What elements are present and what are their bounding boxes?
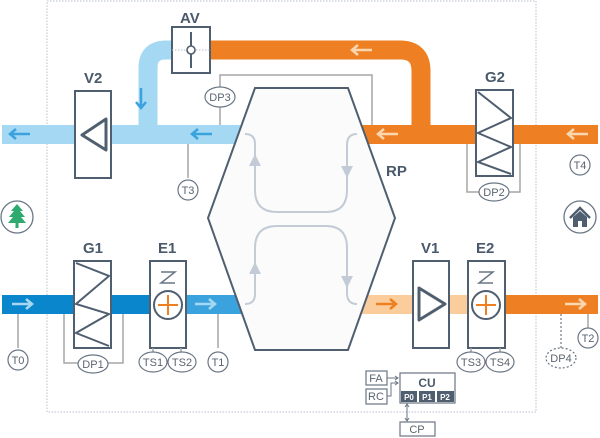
port-p0	[401, 391, 417, 402]
av-damper[interactable]	[171, 26, 211, 74]
svg-text:T4: T4	[574, 160, 587, 172]
e2-heater[interactable]	[467, 260, 506, 349]
p2-label: P2	[440, 393, 450, 402]
svg-text:DP2: DP2	[483, 187, 504, 199]
port-p2	[437, 391, 454, 402]
svg-text:DP4: DP4	[550, 353, 571, 365]
sensor-ts4[interactable]: TS4	[485, 351, 515, 373]
svg-text:TS2: TS2	[172, 357, 192, 369]
flow-arrows	[8, 44, 588, 310]
svg-text:TS4: TS4	[490, 357, 510, 369]
p1-label: P1	[422, 393, 432, 402]
p0-label: P0	[404, 393, 414, 402]
sensor-t1[interactable]: T1	[207, 351, 229, 373]
house-icon	[563, 200, 597, 234]
port-p1	[419, 391, 435, 402]
svg-text:RC: RC	[368, 391, 384, 403]
tree-icon	[0, 200, 34, 234]
unit-boundary-frame	[46, 0, 537, 413]
arrow-heated-supply	[195, 298, 217, 310]
arrow-extract-right	[566, 128, 588, 140]
av-label: AV	[180, 10, 200, 27]
sensor-dp4[interactable]: DP4	[545, 347, 577, 369]
svg-text:CP: CP	[409, 424, 424, 436]
svg-text:T3: T3	[182, 185, 195, 197]
arrow-outdoor-in	[12, 298, 34, 310]
svg-text:DP1: DP1	[82, 359, 103, 371]
svg-text:T0: T0	[12, 355, 25, 367]
sensor-t4[interactable]: T4	[569, 154, 591, 176]
e1-heater[interactable]	[149, 260, 187, 349]
fire-alarm-input[interactable]: FA	[365, 370, 388, 386]
g1-label: G1	[83, 240, 103, 257]
arrow-exhaust-out	[8, 128, 30, 140]
svg-text:FA: FA	[369, 373, 383, 385]
control-unit[interactable]: CU P0 P1 P2	[399, 372, 456, 404]
sensor-ts1[interactable]: TS1	[138, 351, 168, 373]
sensor-dp1[interactable]: DP1	[77, 354, 109, 374]
heater-sensor-stubs	[152, 348, 501, 352]
v2-fan[interactable]	[74, 90, 112, 179]
svg-text:DP3: DP3	[209, 92, 230, 104]
svg-text:TS3: TS3	[461, 357, 481, 369]
sensor-t2[interactable]: T2	[577, 327, 599, 349]
arrow-exhaust-in	[190, 128, 212, 140]
g1-filter[interactable]	[73, 260, 112, 349]
electric-icon	[476, 271, 496, 284]
sensor-ts2[interactable]: TS2	[167, 351, 197, 373]
cp-connector	[404, 403, 410, 422]
g2-filter[interactable]	[475, 89, 514, 177]
sensor-dp2[interactable]: DP2	[478, 182, 510, 202]
arrow-recirc	[350, 44, 372, 56]
g2-label: G2	[485, 69, 505, 86]
arrow-supply-out	[565, 298, 587, 310]
control-panel[interactable]: CP	[399, 421, 436, 437]
exhaust-duct	[2, 125, 240, 144]
svg-text:T1: T1	[212, 357, 225, 369]
bypass-duct	[138, 40, 175, 128]
rp-label: RP	[386, 163, 407, 180]
arrow-recovered	[376, 298, 398, 310]
electric-icon	[158, 271, 178, 284]
remote-control-input[interactable]: RC	[365, 388, 388, 405]
arrow-extract-in	[376, 128, 398, 140]
cu-label: CU	[418, 376, 435, 390]
sensor-t3[interactable]: T3	[177, 179, 199, 201]
svg-text:TS1: TS1	[143, 357, 163, 369]
e2-label: E2	[476, 240, 494, 257]
exchanger-flow-paths	[244, 133, 358, 305]
v1-label: V1	[421, 240, 439, 257]
svg-text:T2: T2	[582, 333, 595, 345]
v1-fan[interactable]	[412, 260, 450, 349]
fa-connector	[387, 375, 399, 381]
e1-label: E1	[158, 240, 176, 257]
v2-label: V2	[84, 70, 102, 87]
sensor-dp3[interactable]: DP3	[204, 86, 236, 108]
recirc-duct	[209, 40, 431, 135]
rc-connector	[387, 380, 399, 397]
sensor-ts3[interactable]: TS3	[456, 351, 486, 373]
arrow-bypass-down	[135, 88, 147, 110]
sensor-t0[interactable]: T0	[7, 349, 29, 371]
